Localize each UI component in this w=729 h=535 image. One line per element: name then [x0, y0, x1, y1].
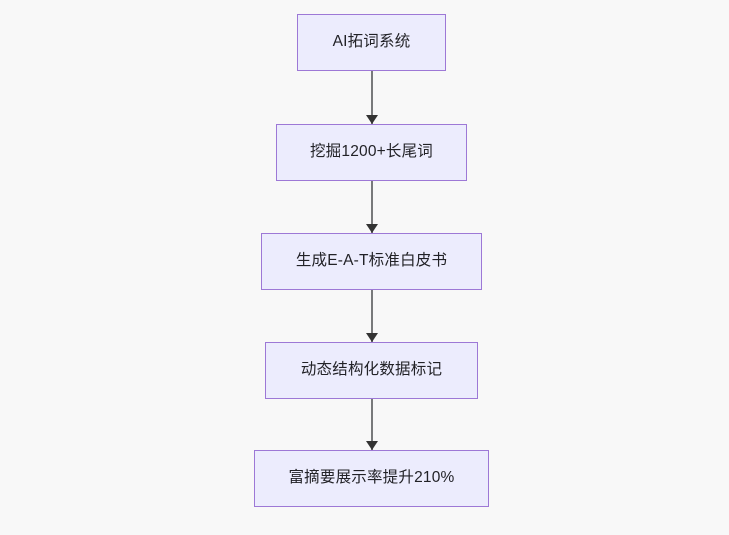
edge-line [371, 399, 374, 450]
arrow-head-icon [365, 441, 378, 450]
flow-node-4[interactable]: 动态结构化数据标记 [265, 342, 478, 399]
arrow-head-icon [365, 333, 378, 342]
flow-node-label: AI拓词系统 [332, 33, 411, 51]
flow-edge [365, 71, 378, 124]
arrow-head-icon [365, 115, 378, 124]
flow-edge [365, 399, 378, 450]
flow-node-2[interactable]: 挖掘1200+长尾词 [276, 124, 467, 181]
edge-line [371, 71, 374, 124]
edge-line [371, 290, 374, 342]
flow-node-3[interactable]: 生成E-A-T标准白皮书 [261, 233, 482, 290]
flow-node-1[interactable]: AI拓词系统 [297, 14, 446, 71]
edge-line [371, 181, 374, 233]
flow-node-label: 挖掘1200+长尾词 [309, 143, 434, 161]
flow-node-label: 生成E-A-T标准白皮书 [295, 252, 448, 270]
flow-node-label: 富摘要展示率提升210% [288, 469, 455, 487]
flow-node-5[interactable]: 富摘要展示率提升210% [254, 450, 489, 507]
arrow-head-icon [365, 224, 378, 233]
flow-edge [365, 181, 378, 233]
flow-edge [365, 290, 378, 342]
flow-node-label: 动态结构化数据标记 [300, 361, 443, 379]
